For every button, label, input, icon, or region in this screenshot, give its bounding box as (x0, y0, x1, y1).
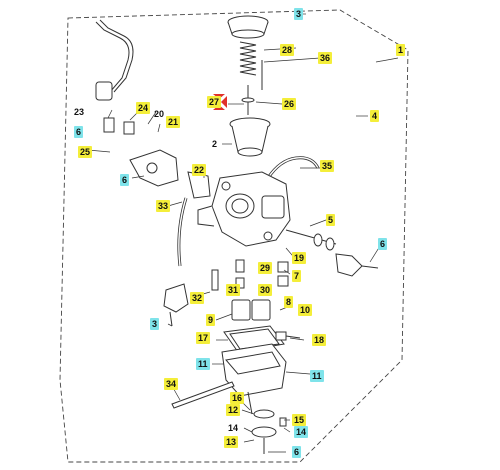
part-label-1: 1 (396, 44, 406, 56)
pilot-screw-set (285, 229, 379, 277)
float (231, 299, 271, 321)
part-label-32: 32 (190, 292, 205, 304)
part-label-30: 30 (258, 284, 273, 296)
part-label-21: 21 (166, 116, 181, 128)
part-label-6-bottom: 6 (292, 446, 302, 458)
part-label-3-left: 3 (150, 318, 160, 330)
part-label-10: 10 (298, 304, 313, 316)
part-label-24: 24 (136, 102, 151, 114)
assembly-dashed-outline (59, 9, 409, 463)
part-label-3: 3 (294, 8, 304, 20)
throttle-cable (95, 19, 134, 101)
part-label-19: 19 (292, 252, 307, 264)
piston-valve (229, 117, 271, 157)
float-chamber-gasket (223, 325, 285, 353)
part-label-6-right: 6 (378, 238, 388, 250)
part-label-6-mid-left: 6 (120, 174, 130, 186)
part-label-25: 25 (78, 146, 93, 158)
part-label-17: 17 (196, 332, 211, 344)
part-label-20: 20 (154, 109, 165, 119)
carburetor-body (197, 171, 291, 247)
part-label-16: 16 (230, 392, 245, 404)
part-label-15: 15 (292, 414, 307, 426)
part-label-11-right: 11 (310, 370, 324, 382)
part-label-4: 4 (370, 110, 380, 122)
part-label-12: 12 (226, 404, 241, 416)
part-label-11-left: 11 (196, 358, 210, 370)
part-label-9: 9 (206, 314, 216, 326)
float-chamber (221, 331, 301, 397)
part-label-34: 34 (164, 378, 179, 390)
part-label-22: 22 (192, 164, 207, 176)
part-label-29: 29 (258, 262, 273, 274)
part-label-6-upper-left: 6 (74, 126, 84, 138)
bracket (163, 283, 189, 327)
part-label-35: 35 (320, 160, 335, 172)
part-label-5: 5 (326, 214, 336, 226)
part-label-31: 31 (226, 284, 241, 296)
part-label-33: 33 (156, 200, 171, 212)
spring (239, 41, 257, 76)
part-label-28: 28 (280, 44, 295, 56)
needle (241, 60, 263, 115)
jet-parts (211, 259, 289, 291)
top-cover (227, 15, 269, 39)
part-label-26: 26 (282, 98, 297, 110)
part-label-14-right: 14 (294, 426, 309, 438)
drain-screw-set (247, 391, 287, 454)
part-label-18: 18 (312, 334, 327, 346)
part-label-27: 27 (207, 96, 222, 108)
part-label-2: 2 (212, 139, 218, 149)
drain-rod (171, 381, 235, 409)
choke-linkage (103, 117, 211, 199)
part-label-13: 13 (224, 436, 239, 448)
part-label-8: 8 (284, 296, 294, 308)
part-label-23: 23 (74, 107, 85, 117)
part-label-14-left: 14 (228, 423, 239, 433)
part-label-7: 7 (292, 270, 302, 282)
part-label-36: 36 (318, 52, 333, 64)
